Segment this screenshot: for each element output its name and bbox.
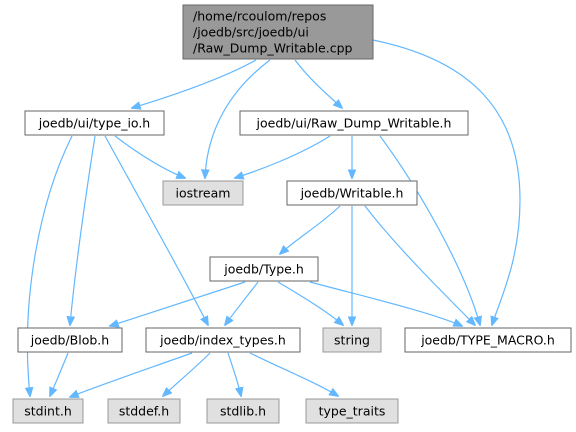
edge-index-types-h-to-stdint-h (70, 352, 193, 397)
edge-type-h-to-string (277, 281, 343, 325)
edge-index-types-h-to-stddef-h (163, 352, 211, 396)
edge-index-types-h-to-type-traits (249, 352, 338, 396)
node-box (286, 180, 418, 206)
node-label: joedb/ui/type_io.h (38, 116, 150, 131)
edge-blob-h-to-stdint-h (50, 352, 69, 396)
node-type-io-h[interactable]: joedb/ui/type_io.h (24, 110, 165, 136)
edge-type-h-to-blob-h (110, 281, 246, 326)
node-label: joedb/Blob.h (30, 333, 109, 348)
node-box (239, 110, 469, 136)
edge-type-io-h-to-stdint-h (27, 135, 73, 396)
node-label: /home/rcoulom/repos (193, 9, 326, 24)
node-label: type_traits (319, 404, 386, 419)
node-box (107, 398, 181, 424)
node-label: joedb/Type.h (223, 262, 304, 277)
nodes-layer: /home/rcoulom/repos/joedb/src/joedb/ui/R… (12, 4, 572, 424)
edge-raw-dump-h-to-iostream (235, 135, 331, 178)
node-box (322, 327, 382, 353)
node-box (17, 327, 123, 353)
node-box (12, 398, 84, 424)
node-label: iostream (176, 186, 231, 201)
node-label: stdint.h (24, 404, 72, 419)
node-box (206, 398, 280, 424)
node-label: joedb/index_types.h (159, 333, 286, 348)
node-type-macro-h[interactable]: joedb/TYPE_MACRO.h (404, 327, 572, 353)
node-type-traits: type_traits (305, 398, 399, 424)
node-label: string (334, 333, 370, 348)
node-label: joedb/TYPE_MACRO.h (420, 333, 555, 348)
node-box (162, 180, 244, 206)
node-index-types-h[interactable]: joedb/index_types.h (145, 327, 301, 353)
edge-type-h-to-index-types-h (225, 281, 259, 325)
node-stddef-h: stddef.h (107, 398, 181, 424)
node-blob-h[interactable]: joedb/Blob.h (17, 327, 123, 353)
node-stdint-h: stdint.h (12, 398, 84, 424)
edges-layer (27, 39, 521, 397)
node-string: string (322, 327, 382, 353)
edge-writable-h-to-type-macro-h (364, 205, 475, 325)
node-iostream: iostream (162, 180, 244, 206)
node-label: joedb/ui/Raw_Dump_Writable.h (256, 116, 452, 131)
node-type-h[interactable]: joedb/Type.h (209, 256, 319, 282)
node-label: joedb/Writable.h (300, 186, 404, 201)
node-box (145, 327, 301, 353)
node-label: stddef.h (119, 404, 169, 419)
node-raw-dump-cpp[interactable]: /home/rcoulom/repos/joedb/src/joedb/ui/R… (182, 4, 374, 60)
node-writable-h[interactable]: joedb/Writable.h (286, 180, 418, 206)
edge-raw-dump-cpp-to-type-io-h (132, 59, 257, 108)
edge-raw-dump-cpp-to-raw-dump-h (294, 59, 342, 108)
node-raw-dump-h[interactable]: joedb/ui/Raw_Dump_Writable.h (239, 110, 469, 136)
edge-type-h-to-type-macro-h (309, 281, 462, 326)
edge-index-types-h-to-stdlib-h (227, 352, 241, 396)
edge-type-io-h-to-index-types-h (104, 135, 208, 325)
node-box (182, 4, 374, 60)
node-label: /joedb/src/joedb/ui (193, 25, 309, 40)
node-label: /Raw_Dump_Writable.cpp (193, 41, 353, 56)
node-label: stdlib.h (220, 404, 266, 419)
edge-type-io-h-to-blob-h (70, 135, 96, 325)
node-box (305, 398, 399, 424)
node-box (209, 256, 319, 282)
edge-writable-h-to-type-h (280, 205, 341, 254)
node-stdlib-h: stdlib.h (206, 398, 280, 424)
node-box (24, 110, 165, 136)
edge-type-io-h-to-iostream (114, 135, 185, 178)
edge-raw-dump-cpp-to-type-macro-h (372, 39, 521, 325)
node-box (404, 327, 572, 353)
edge-raw-dump-h-to-type-macro-h (379, 135, 480, 325)
edge-raw-dump-cpp-to-iostream (205, 59, 271, 178)
